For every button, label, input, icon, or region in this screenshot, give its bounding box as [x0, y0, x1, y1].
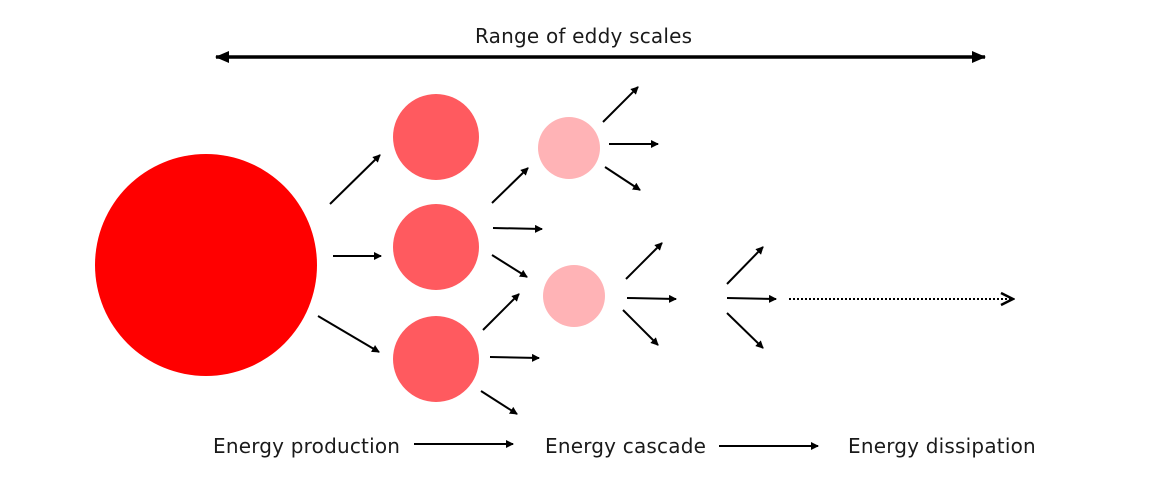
stage-label-dissipation: Energy dissipation: [848, 434, 1036, 458]
medium-eddy-bottom: [393, 316, 479, 402]
arrow: [602, 86, 639, 123]
arrows-medium-to-small: [480, 167, 543, 415]
medium-eddy-middle: [393, 204, 479, 290]
arrow: [726, 294, 777, 303]
stage-label-cascade: Energy cascade: [545, 434, 707, 458]
arrow: [329, 154, 381, 205]
arrow: [604, 166, 641, 191]
arrow: [491, 254, 528, 278]
arrow: [480, 390, 518, 415]
stage-label-production: Energy production: [213, 434, 401, 458]
arrow: [491, 167, 529, 204]
arrow: [489, 353, 540, 362]
large-eddy: [95, 154, 317, 376]
arrows-small-top: [602, 86, 659, 191]
arrow: [317, 315, 380, 353]
arrow: [482, 293, 520, 331]
arrow: [492, 224, 543, 233]
arrow: [726, 312, 764, 349]
arrow: [626, 294, 677, 303]
arrows-further-cascade: [726, 246, 777, 349]
small-eddy-top: [538, 117, 600, 179]
arrows-small-bottom: [622, 242, 677, 346]
arrow: [726, 246, 764, 285]
small-eddy-bottom: [543, 265, 605, 327]
arrows-large-to-medium: [317, 154, 382, 353]
arrow: [625, 242, 663, 280]
eddy-scale-range-label: Range of eddy scales: [475, 24, 693, 48]
medium-eddy-top: [393, 94, 479, 180]
arrow: [622, 309, 659, 346]
